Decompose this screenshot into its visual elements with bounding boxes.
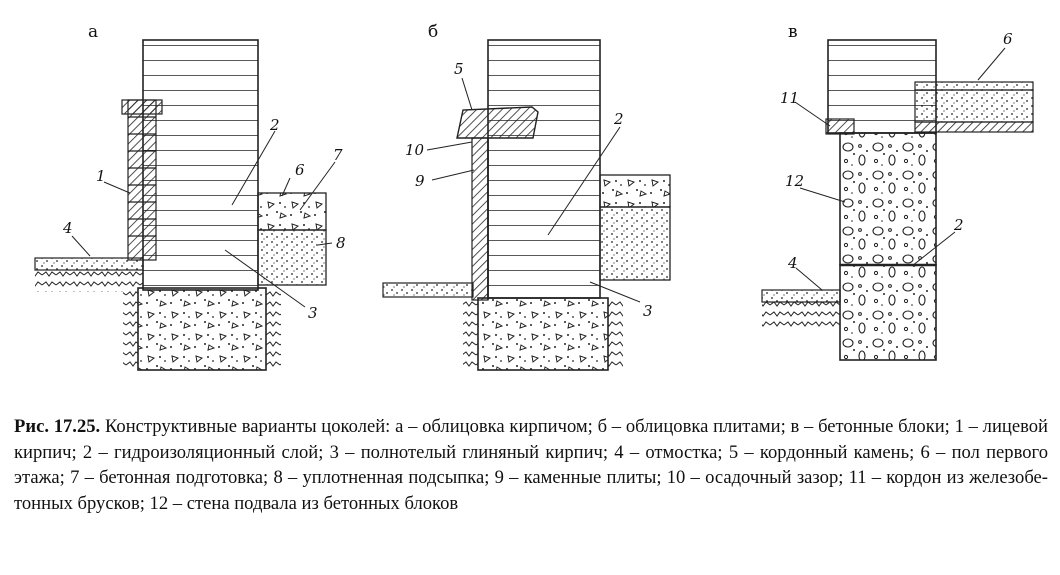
- concrete-block-upper-c: [839, 132, 937, 266]
- figure-number: Рис. 17.25.: [14, 416, 101, 437]
- concrete-prep-b: [599, 174, 671, 208]
- foundation-a: [137, 287, 267, 371]
- blind-area-c: [761, 289, 841, 303]
- callout-b-9: 9: [415, 172, 425, 190]
- compacted-fill-b: [599, 206, 671, 281]
- blind-area-b: [382, 282, 474, 298]
- panel-b: б 5 2 10 9 3: [382, 22, 671, 371]
- figure-caption: Рис. 17.25. Конструктивные варианты цоко…: [14, 414, 1048, 516]
- callout-b-10: 10: [405, 141, 425, 159]
- callout-c-6: 6: [1003, 30, 1013, 48]
- callout-a-8: 8: [336, 234, 346, 252]
- callout-c-12: 12: [785, 172, 804, 190]
- callout-b-5: 5: [454, 60, 464, 78]
- panel-b-letter: б: [428, 22, 438, 42]
- callout-a-2: 2: [269, 116, 280, 134]
- wall-a: [142, 39, 259, 291]
- foundation-b: [477, 297, 609, 371]
- callout-a-1: 1: [96, 167, 106, 185]
- stone-slabs-b: [471, 137, 489, 301]
- callout-b-2: 2: [613, 110, 624, 128]
- callout-c-4: 4: [787, 254, 798, 272]
- facing-brick-a: [127, 99, 157, 261]
- blind-area-a: [34, 257, 144, 271]
- callout-a-3: 3: [308, 304, 318, 322]
- callout-a-7: 7: [333, 146, 343, 164]
- wall-b: [487, 39, 601, 299]
- cordon-c: [825, 118, 855, 135]
- callout-b-3: 3: [643, 302, 653, 320]
- floor-slab-c: [914, 89, 1034, 123]
- panel-a-letter: а: [88, 22, 98, 42]
- cordon-stone-b: [456, 106, 539, 139]
- concrete-block-lower-c: [839, 264, 937, 361]
- compacted-fill-a: [257, 229, 327, 286]
- panel-c-letter: в: [788, 22, 798, 42]
- callout-a-6: 6: [295, 161, 305, 179]
- callout-c-11: 11: [780, 89, 799, 107]
- panel-a: а: [34, 22, 346, 371]
- concrete-prep-a: [257, 192, 327, 231]
- caption-text: Конструктивные варианты цоколей: а – обл…: [14, 416, 1048, 514]
- callout-a-4: 4: [62, 219, 73, 237]
- callout-c-2: 2: [953, 216, 964, 234]
- panel-c: в 6 11 12 2 4: [761, 22, 1034, 361]
